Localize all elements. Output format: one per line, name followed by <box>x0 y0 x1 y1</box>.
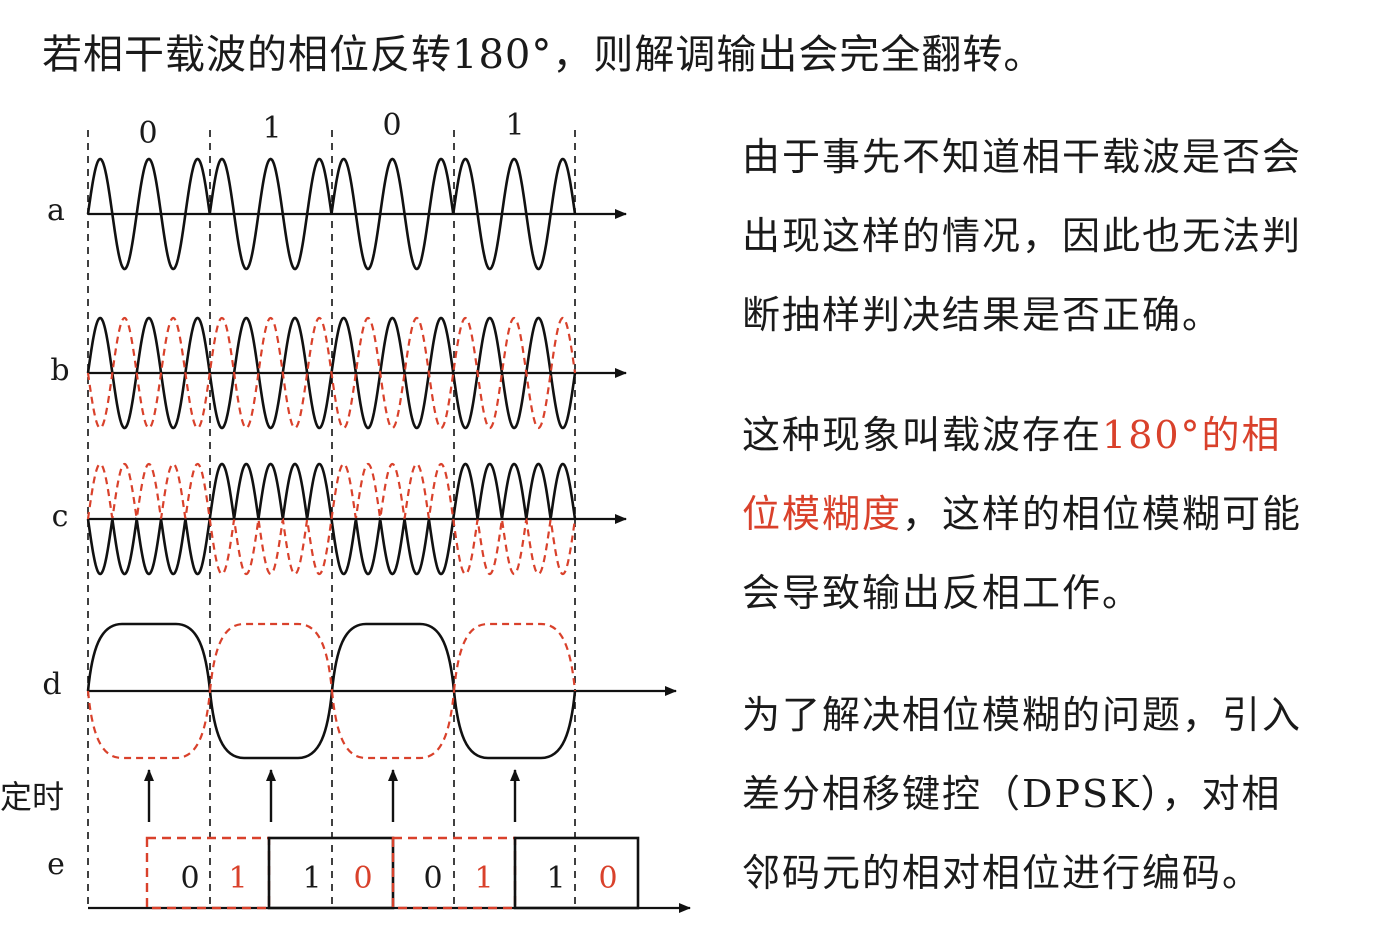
lowpass-solid-bit-1 <box>208 690 334 760</box>
page-title: 若相干载波的相位反转180°，则解调输出会完全翻转。 <box>42 32 1045 78</box>
bit-label: 1 <box>505 108 524 143</box>
text-line: 会导致输出反相工作。 <box>742 571 1143 615</box>
explanation-paragraph-2: 这种现象叫载波存在180°的相 位模糊度，这样的相位模糊可能 会导致输出反相工作… <box>742 396 1382 633</box>
decision-value: 0 <box>598 861 617 896</box>
text-line: 差分相移键控（DPSK），对相 <box>742 772 1282 816</box>
bit-label: 1 <box>262 111 281 146</box>
explanation-paragraph-3: 为了解决相位模糊的问题，引入 差分相移键控（DPSK），对相 邻码元的相对相位进… <box>742 676 1382 913</box>
decision-value: 1 <box>302 861 321 896</box>
decision-pulse-solid <box>513 836 640 910</box>
lowpass-solid-bit-0 <box>86 622 212 692</box>
text-line: 位模糊度，这样的相位模糊可能 <box>742 475 1382 554</box>
text-line: 这种现象叫载波存在180°的相 <box>742 396 1382 475</box>
lowpass-solid-bit-2 <box>330 622 456 692</box>
decision-value: 1 <box>546 861 565 896</box>
lowpass-dashed-bit-1 <box>208 622 334 692</box>
decision-value: 0 <box>353 861 372 896</box>
text-normal: ，这样的相位模糊可能 <box>902 492 1303 536</box>
text-line: 出现这样的情况，因此也无法判 <box>742 214 1303 258</box>
decision-pulse-solid <box>267 836 395 910</box>
waveform-diagram: 0 1 0 1 a b c d 定时 e <box>0 108 691 913</box>
text-line: 为了解决相位模糊的问题，引入 <box>742 693 1303 737</box>
decision-pulse-dashed <box>145 836 271 910</box>
decision-value: 0 <box>423 861 442 896</box>
text-normal: 这种现象叫载波存在 <box>742 413 1103 457</box>
text-line: 由于事先不知道相干载波是否会 <box>742 135 1303 179</box>
row-label-e: e <box>47 847 65 882</box>
decision-value: 1 <box>474 861 493 896</box>
lowpass-dashed-bit-2 <box>330 690 456 760</box>
text-line: 断抽样判决结果是否正确。 <box>742 293 1223 337</box>
waveform-c-product-dashed <box>86 462 577 576</box>
waveform-b-carrier-inverted-dashed <box>86 316 577 430</box>
row-label-d: d <box>42 667 61 702</box>
decision-value: 0 <box>180 861 199 896</box>
text-line: 邻码元的相对相位进行编码。 <box>742 851 1263 895</box>
lowpass-dashed-bit-3 <box>452 622 577 692</box>
row-label-timing: 定时 <box>0 778 64 816</box>
highlight-phase-ambiguity: 180°的相 <box>1102 413 1282 457</box>
highlight-phase-ambiguity: 位模糊度 <box>742 492 903 536</box>
row-label-b: b <box>50 353 69 388</box>
bit-label: 0 <box>382 108 401 143</box>
explanation-paragraph-1: 由于事先不知道相干载波是否会 出现这样的情况，因此也无法判 断抽样判决结果是否正… <box>742 118 1382 355</box>
bit-label: 0 <box>138 116 157 151</box>
row-label-c: c <box>52 499 69 534</box>
row-label-a: a <box>47 193 65 228</box>
waveform-c-product-solid <box>86 462 577 576</box>
decision-value: 1 <box>228 861 247 896</box>
lowpass-dashed-bit-0 <box>86 690 212 760</box>
lowpass-solid-bit-3 <box>452 690 577 760</box>
waveform-a-2psk <box>86 157 577 271</box>
